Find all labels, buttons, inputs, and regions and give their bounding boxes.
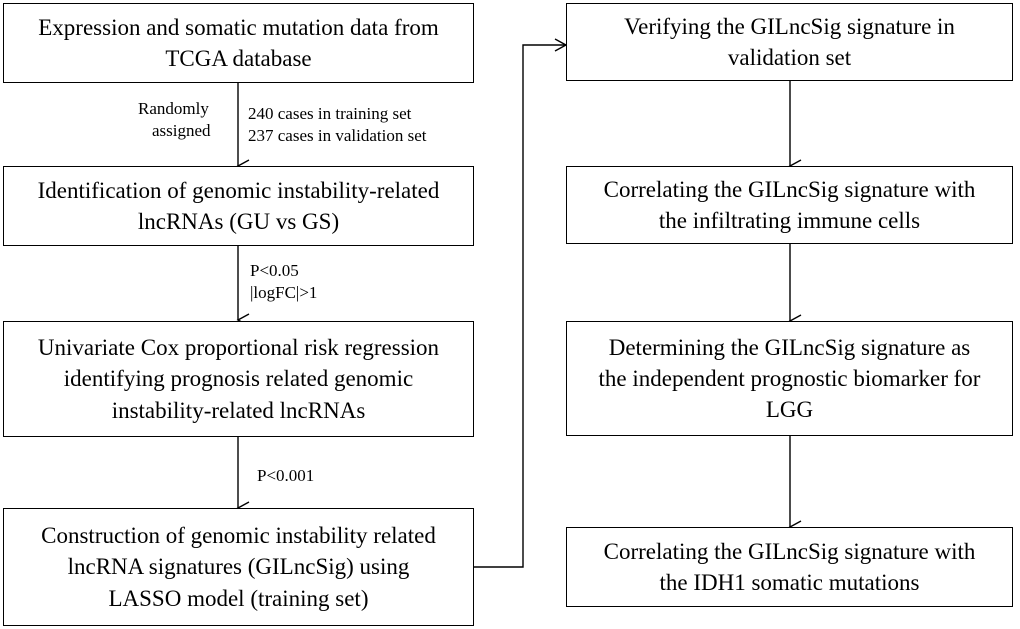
step-data-source-line1: Expression and somatic mutation data fro… — [38, 14, 439, 40]
step-univariate-cox: Univariate Cox proportional risk regress… — [3, 321, 474, 437]
step-univariate-cox-line1: Univariate Cox proportional risk regress… — [37, 335, 440, 361]
step-independent-biomarker-line1: Determining the GILncSig signature as — [608, 334, 971, 360]
step-verification-line2: validation set — [727, 45, 852, 70]
step-identification-line2: lncRNAs (GU vs GS) — [137, 209, 340, 234]
step-immune-correlation-line2: the infiltrating immune cells — [658, 208, 921, 233]
step-immune-correlation: Correlating the GILncSig signature with … — [566, 166, 1013, 244]
edge-label-logfc: |logFC|>1 — [250, 283, 318, 303]
edge-label-randomly-assigned: Randomly assigned — [138, 98, 211, 142]
step-univariate-cox-line2: identifying prognosis related genomic — [63, 366, 414, 392]
step-independent-biomarker-line3: LGG — [765, 397, 814, 423]
step-construction-line1: Construction of genomic instability rela… — [41, 523, 436, 549]
edge-label-pvalue-005: P<0.05 — [250, 261, 299, 280]
step-data-source-line2: TCGA database — [165, 46, 312, 71]
edge-label-pvalue-0001: P<0.001 — [257, 466, 315, 485]
edge-label-assigned: assigned — [152, 121, 211, 141]
edge-label-case-split: 240 cases in training set 237 cases in v… — [248, 103, 426, 147]
step-verification-line1: Verifying the GILncSig signature in — [624, 13, 955, 39]
edge-label-training-cases: 240 cases in training set — [248, 104, 412, 123]
edge-label-randomly: Randomly — [138, 99, 209, 118]
step-verification: Verifying the GILncSig signature in vali… — [566, 3, 1013, 81]
step-univariate-cox-line3: instability-related lncRNAs — [111, 397, 366, 423]
step-construction-line3: LASSO model (training set) — [108, 585, 369, 611]
step-idh1-correlation-line1: Correlating the GILncSig signature with — [603, 538, 976, 564]
step-idh1-correlation-line2: the IDH1 somatic mutations — [659, 570, 920, 595]
edge-label-filter-2: P<0.001 — [257, 465, 314, 487]
edge-label-validation-cases: 237 cases in validation set — [248, 126, 427, 146]
edge-label-filter-1: P<0.05 |logFC|>1 — [250, 260, 317, 304]
step-identification: Identification of genomic instability-re… — [3, 166, 474, 246]
step-construction-line2: lncRNA signatures (GILncSig) using — [67, 554, 410, 580]
connector-left-to-right — [474, 38, 568, 568]
step-immune-correlation-line1: Correlating the GILncSig signature with — [603, 176, 976, 202]
step-independent-biomarker-line2: the independent prognostic biomarker for — [598, 365, 981, 391]
step-construction: Construction of genomic instability rela… — [3, 508, 474, 626]
step-identification-line1: Identification of genomic instability-re… — [37, 177, 440, 203]
step-idh1-correlation: Correlating the GILncSig signature with … — [566, 527, 1013, 607]
step-data-source: Expression and somatic mutation data fro… — [3, 3, 474, 83]
step-independent-biomarker: Determining the GILncSig signature as th… — [566, 321, 1013, 436]
